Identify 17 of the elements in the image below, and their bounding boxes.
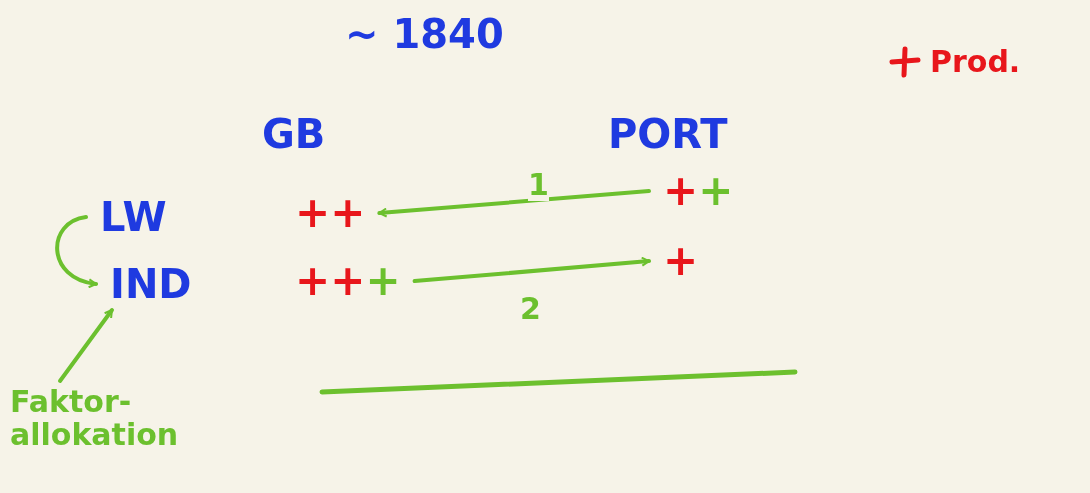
plus-marks: ++ (295, 190, 366, 237)
plus-mark: + (698, 166, 734, 215)
plus-marks: ++ (295, 256, 366, 305)
arrow (377, 189, 651, 218)
plus-mark: + (365, 256, 401, 305)
plus-mark: + (663, 238, 699, 285)
legend-label: Prod. (930, 45, 1021, 78)
row-label: LW (100, 195, 167, 239)
plus-mark: + (663, 166, 699, 215)
column-heading: GB (262, 112, 326, 156)
annotation: Faktor- allokation (10, 385, 250, 451)
arrow (58, 308, 114, 383)
row-label: IND (110, 262, 192, 306)
column-heading: PORT (608, 112, 728, 156)
arrow (412, 256, 651, 284)
arrow (55, 215, 98, 288)
title: ~ 1840 (345, 12, 504, 56)
